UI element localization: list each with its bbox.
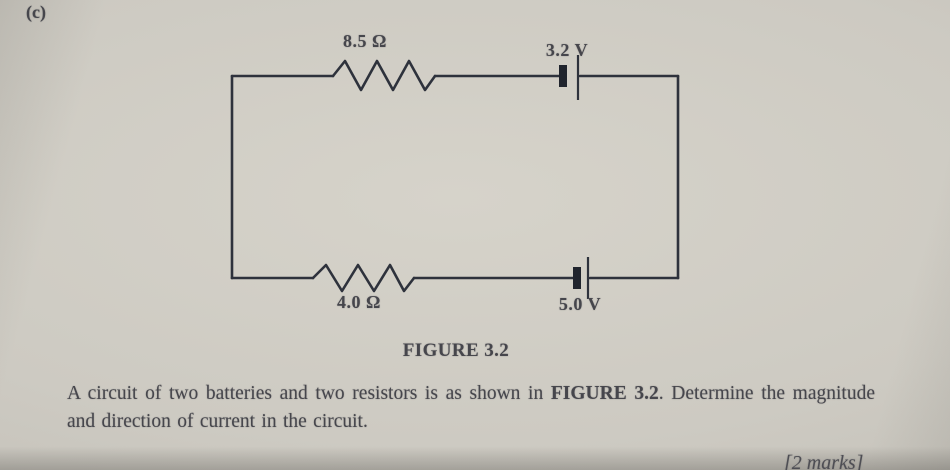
top-resistor-symbol	[331, 59, 437, 92]
question-figure-ref: FIGURE 3.2	[550, 383, 659, 404]
bottom-battery-negative-plate-icon	[573, 267, 581, 289]
bottom-battery-symbol	[573, 257, 590, 299]
top-battery-value-label: 3.2 V	[545, 40, 589, 60]
figure-caption: FIGURE 3.2	[402, 340, 510, 361]
question-text-after-ref: . Determine the magnitude and direction …	[67, 383, 875, 432]
bottom-resistor-value-label: 4.0 Ω	[337, 292, 381, 312]
top-battery-negative-plate-icon	[559, 65, 567, 87]
marks-label: [2 marks]	[784, 452, 864, 470]
question-text-before-ref: A circuit of two batteries and two resis…	[67, 383, 551, 404]
top-battery-symbol	[559, 55, 580, 100]
question-text: A circuit of two batteries and two resis…	[67, 380, 875, 436]
section-label: (c)	[26, 2, 46, 22]
bottom-resistor-symbol	[311, 263, 416, 293]
bottom-battery-value-label: 5.0 V	[558, 294, 602, 314]
top-resistor-value-label: 8.5 Ω	[343, 31, 387, 51]
